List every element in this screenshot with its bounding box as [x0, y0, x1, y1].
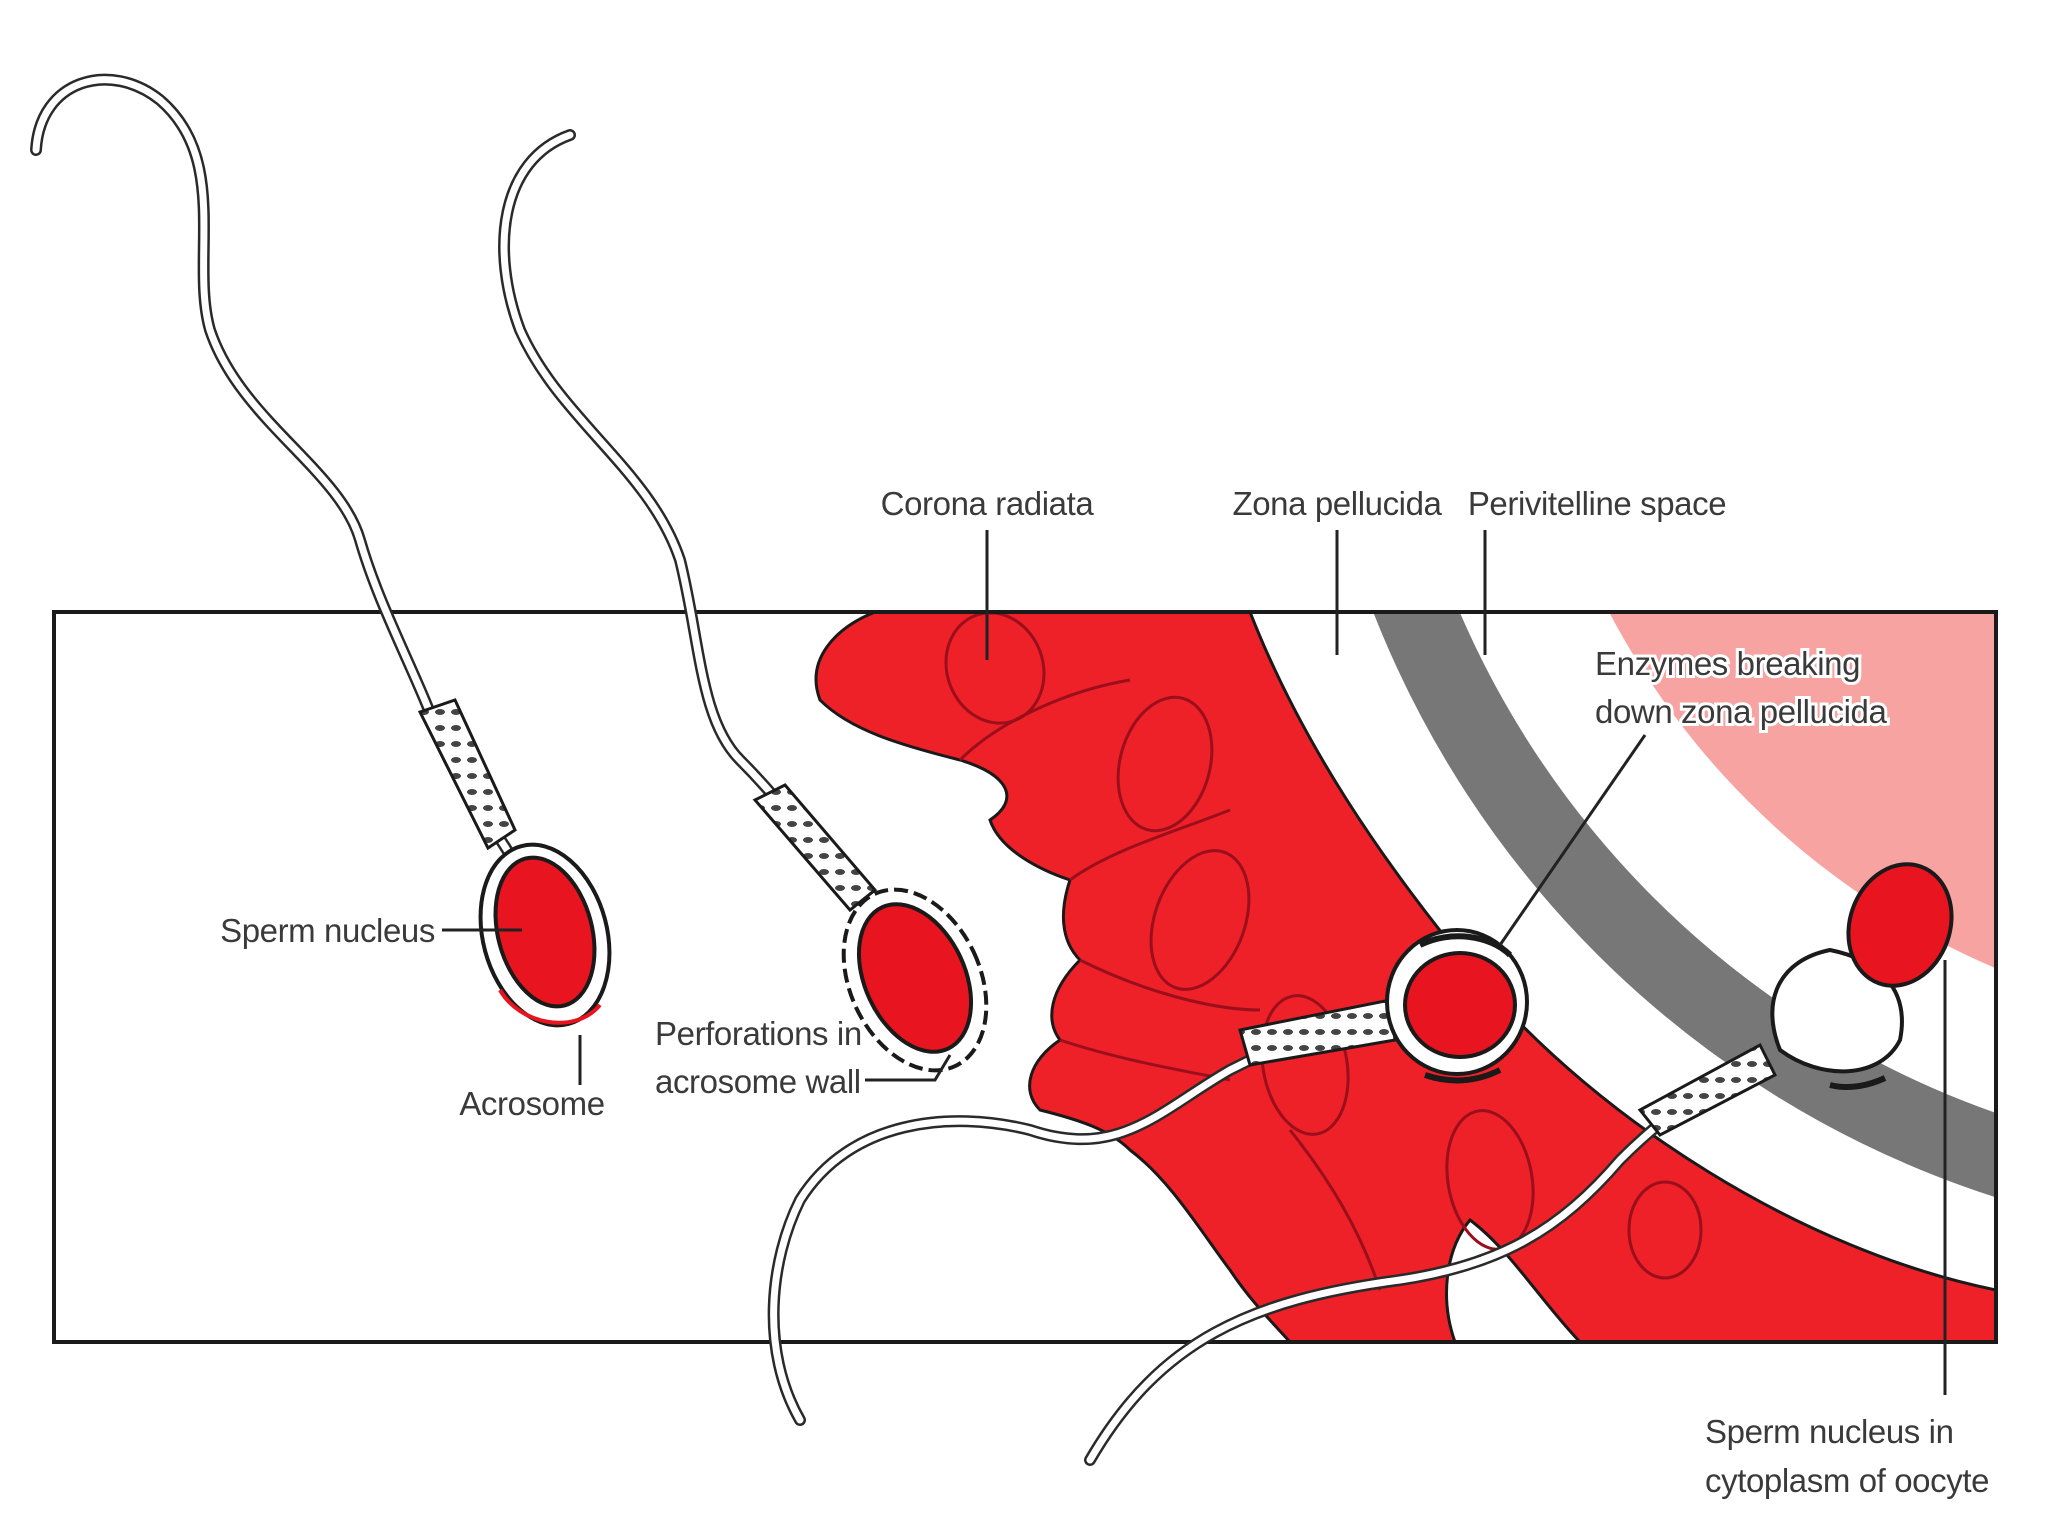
label-acrosome: Acrosome	[459, 1085, 604, 1122]
sperm-intact	[36, 80, 629, 1040]
label-sperm-nucleus: Sperm nucleus	[220, 912, 435, 949]
sperm-1-midpiece	[420, 700, 515, 848]
sperm-3-nucleus	[1405, 953, 1515, 1057]
label-perivitelline-space: Perivitelline space	[1468, 485, 1726, 522]
label-zona-pellucida: Zona pellucida	[1232, 485, 1442, 522]
sperm-2-tail	[504, 135, 860, 900]
label-sperm-nucleus-oocyte-line1: Sperm nucleus in	[1705, 1413, 1954, 1450]
sperm-4-midpiece	[1640, 1045, 1775, 1135]
label-perforations-line2: acrosome wall	[655, 1063, 861, 1100]
perivitelline-space-ring	[1430, 0, 2048, 1120]
sperm-2-midpiece	[755, 785, 875, 910]
label-enzymes-line1: Enzymes breaking	[1595, 645, 1860, 682]
label-sperm-nucleus-oocyte-line2: cytoplasm of oocyte	[1705, 1462, 1989, 1499]
label-corona-radiata: Corona radiata	[881, 485, 1095, 522]
label-enzymes-line2: down zona pellucida	[1595, 693, 1887, 730]
oocyte-region	[816, 0, 2048, 1342]
label-perforations-line1: Perforations in	[655, 1015, 862, 1052]
